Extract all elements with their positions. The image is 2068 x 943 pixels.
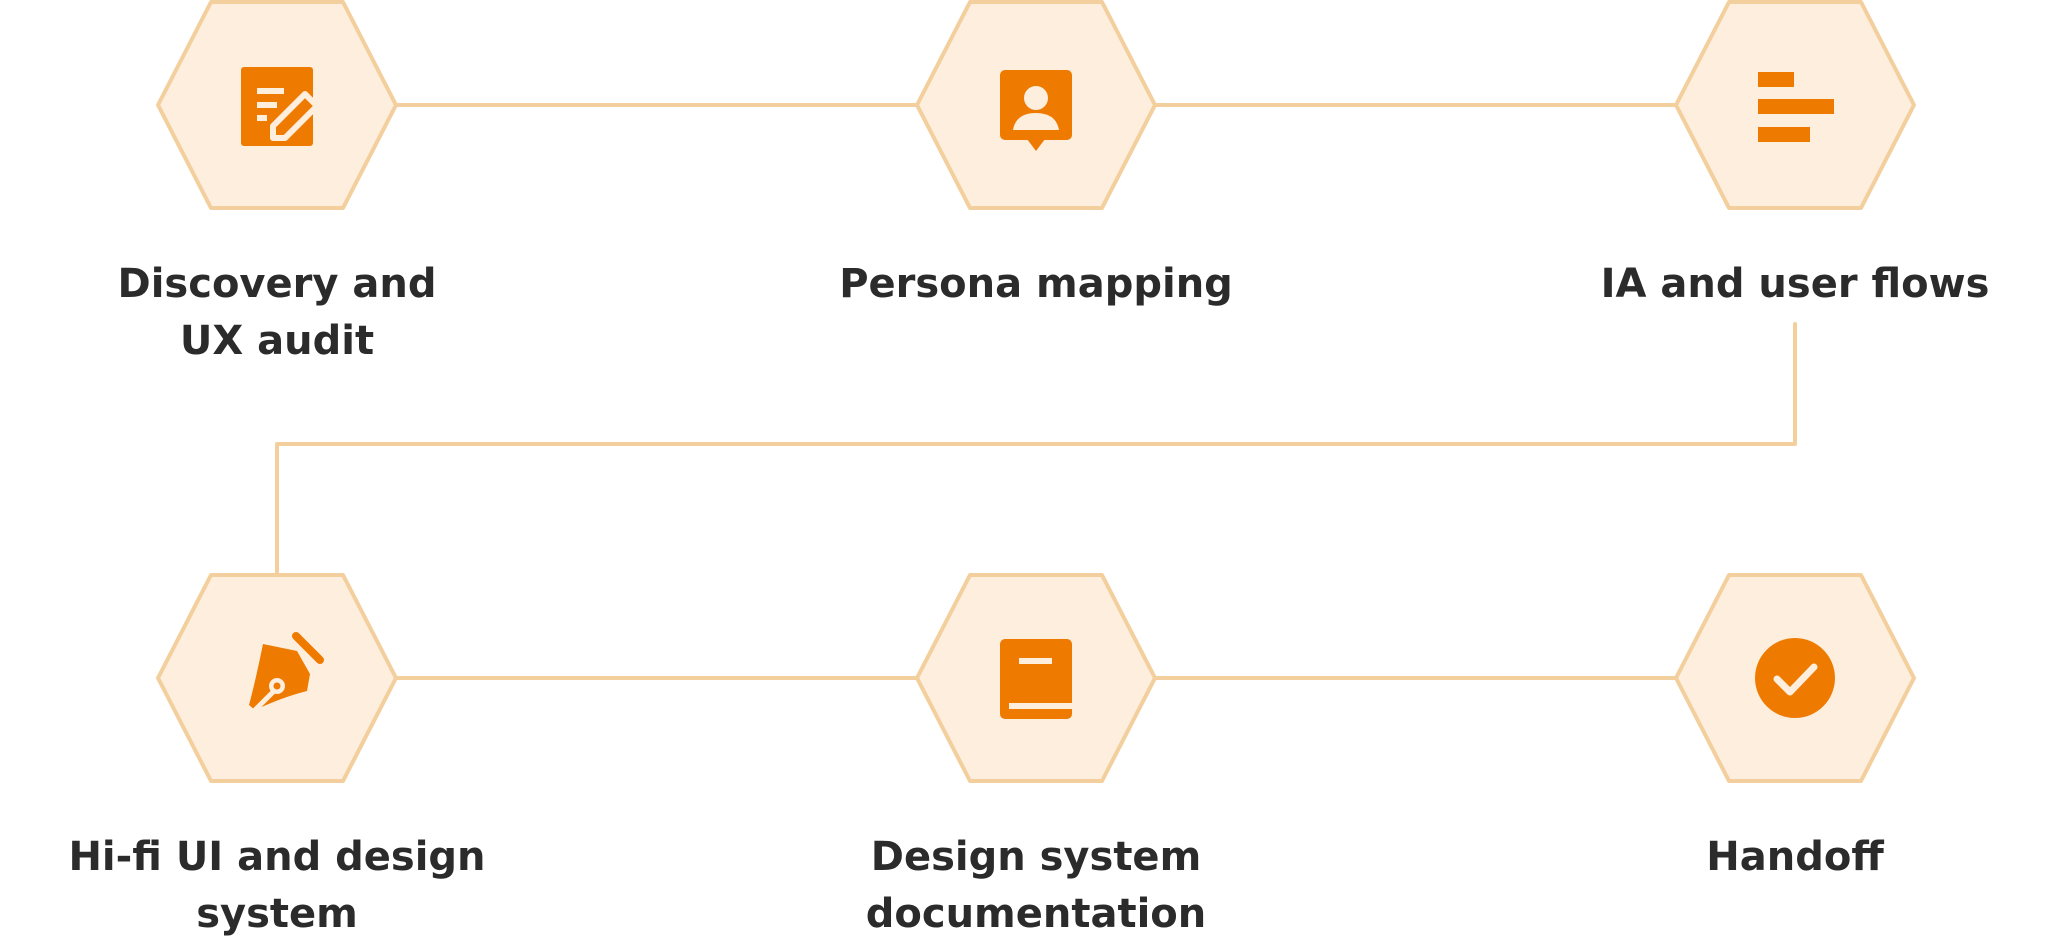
- step-5-label: Design system documentation: [806, 829, 1266, 943]
- step-6-label: Handoff: [1565, 829, 2025, 886]
- step-6-label-line-1: Handoff: [1706, 834, 1884, 880]
- step-5-label-line-1: Design system: [870, 834, 1202, 880]
- step-3-label-line-1: IA and user flows: [1600, 261, 1990, 307]
- step-6-node: [1674, 573, 1916, 783]
- step-4-label-line-2: system: [196, 891, 358, 937]
- pen-nib-icon: [246, 632, 324, 719]
- step-2-label-line-1: Persona mapping: [839, 261, 1233, 307]
- step-5-label-line-2: documentation: [865, 891, 1207, 937]
- connectors: [275, 103, 1797, 680]
- step-3-node: [1674, 0, 1916, 210]
- step-4-node: [156, 573, 398, 783]
- step-2-label: Persona mapping: [806, 256, 1266, 313]
- step-1-label: Discovery and UX audit: [47, 256, 507, 370]
- check-circle-icon: [1755, 638, 1835, 718]
- document-edit-icon: [241, 67, 320, 146]
- connector-3-4: [275, 322, 1797, 575]
- book-icon: [1000, 639, 1072, 719]
- step-1-label-line-2: UX audit: [179, 318, 375, 364]
- step-5-node: [915, 573, 1157, 783]
- step-4-label-line-1: Hi-fi UI and design: [68, 834, 486, 880]
- bars-list-icon: [1758, 72, 1834, 142]
- step-2-node: [915, 0, 1157, 210]
- persona-icon: [1000, 70, 1072, 151]
- step-3-label: IA and user flows: [1565, 256, 2025, 313]
- step-4-label: Hi-fi UI and design system: [47, 829, 507, 943]
- step-1-label-line-1: Discovery and: [117, 261, 437, 307]
- step-1-node: [156, 0, 398, 210]
